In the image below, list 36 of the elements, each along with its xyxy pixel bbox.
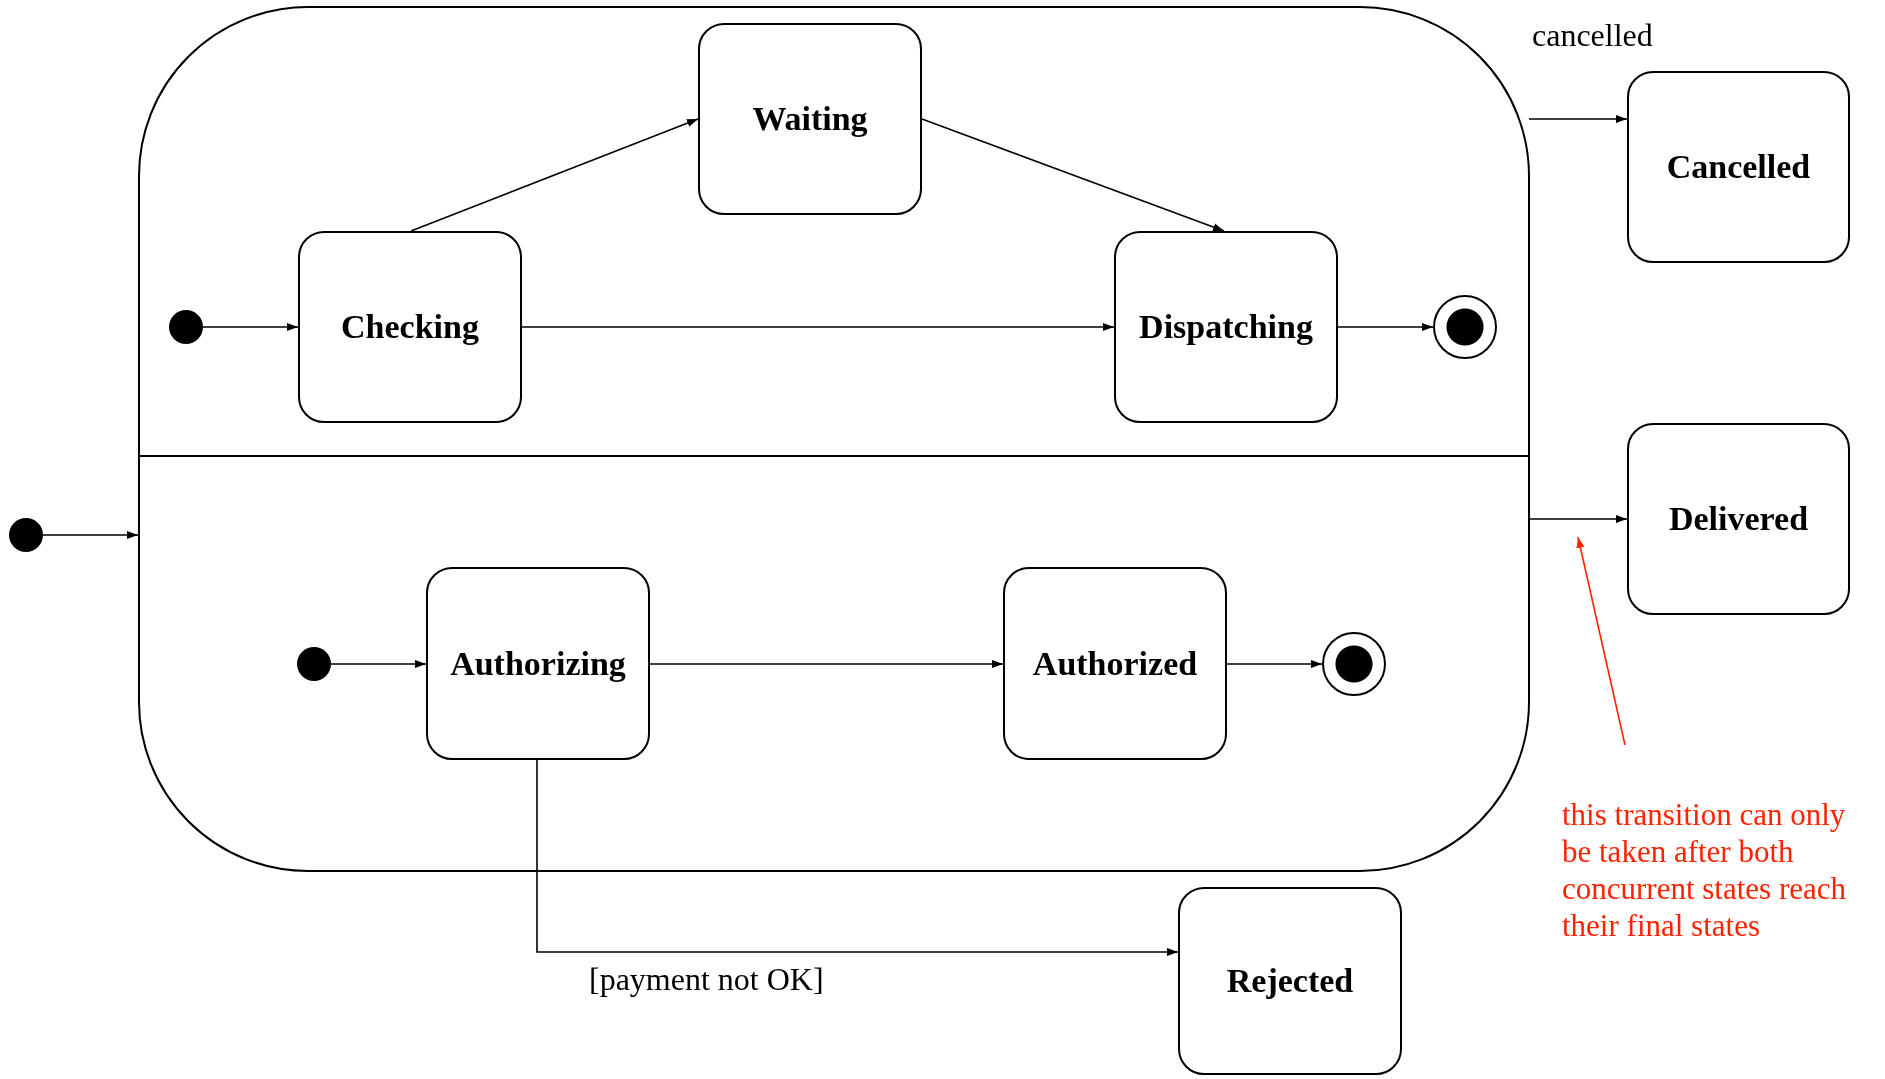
transition-arrow	[1528, 515, 1628, 523]
transition-arrow	[649, 660, 1004, 668]
state-box	[698, 23, 922, 215]
leader-arrow	[1576, 536, 1626, 746]
transition-arrow	[921, 118, 1225, 232]
initial-state-dot	[169, 310, 203, 344]
final-state-marker	[1322, 632, 1386, 696]
transition-arrow	[202, 323, 299, 331]
initial-state-dot	[9, 518, 43, 552]
transition-arrow	[1226, 660, 1323, 668]
state-label: Checking	[341, 308, 479, 346]
state-box	[1178, 887, 1402, 1075]
transition-arrow	[1528, 115, 1628, 123]
transition-arrow	[536, 759, 1179, 956]
final-state-marker	[1433, 295, 1497, 359]
composite-state-box	[138, 6, 1530, 872]
state-label: Rejected	[1226, 962, 1354, 1000]
state-label: Dispatching	[1139, 308, 1313, 346]
state-box	[1627, 71, 1850, 263]
state-box	[1627, 423, 1850, 615]
transition-arrow	[330, 660, 427, 668]
initial-state-dot	[297, 647, 331, 681]
state-label: Authorized	[1032, 644, 1198, 683]
state-label: Cancelled	[1666, 148, 1811, 186]
transition-arrow	[42, 531, 139, 539]
state-box	[1114, 231, 1338, 423]
state-label: Authorizing	[450, 644, 626, 683]
state-box	[298, 231, 522, 423]
transition-arrow	[410, 118, 699, 232]
annotation-text: this transition can only be taken after both concurrent states reach their final states	[1562, 755, 1882, 985]
transition-arrow	[1337, 323, 1434, 331]
state-box	[1003, 567, 1227, 760]
state-box	[426, 567, 650, 760]
state-label: Waiting	[752, 100, 868, 138]
state-label: Delivered	[1668, 500, 1809, 538]
transition-arrow	[521, 323, 1115, 331]
